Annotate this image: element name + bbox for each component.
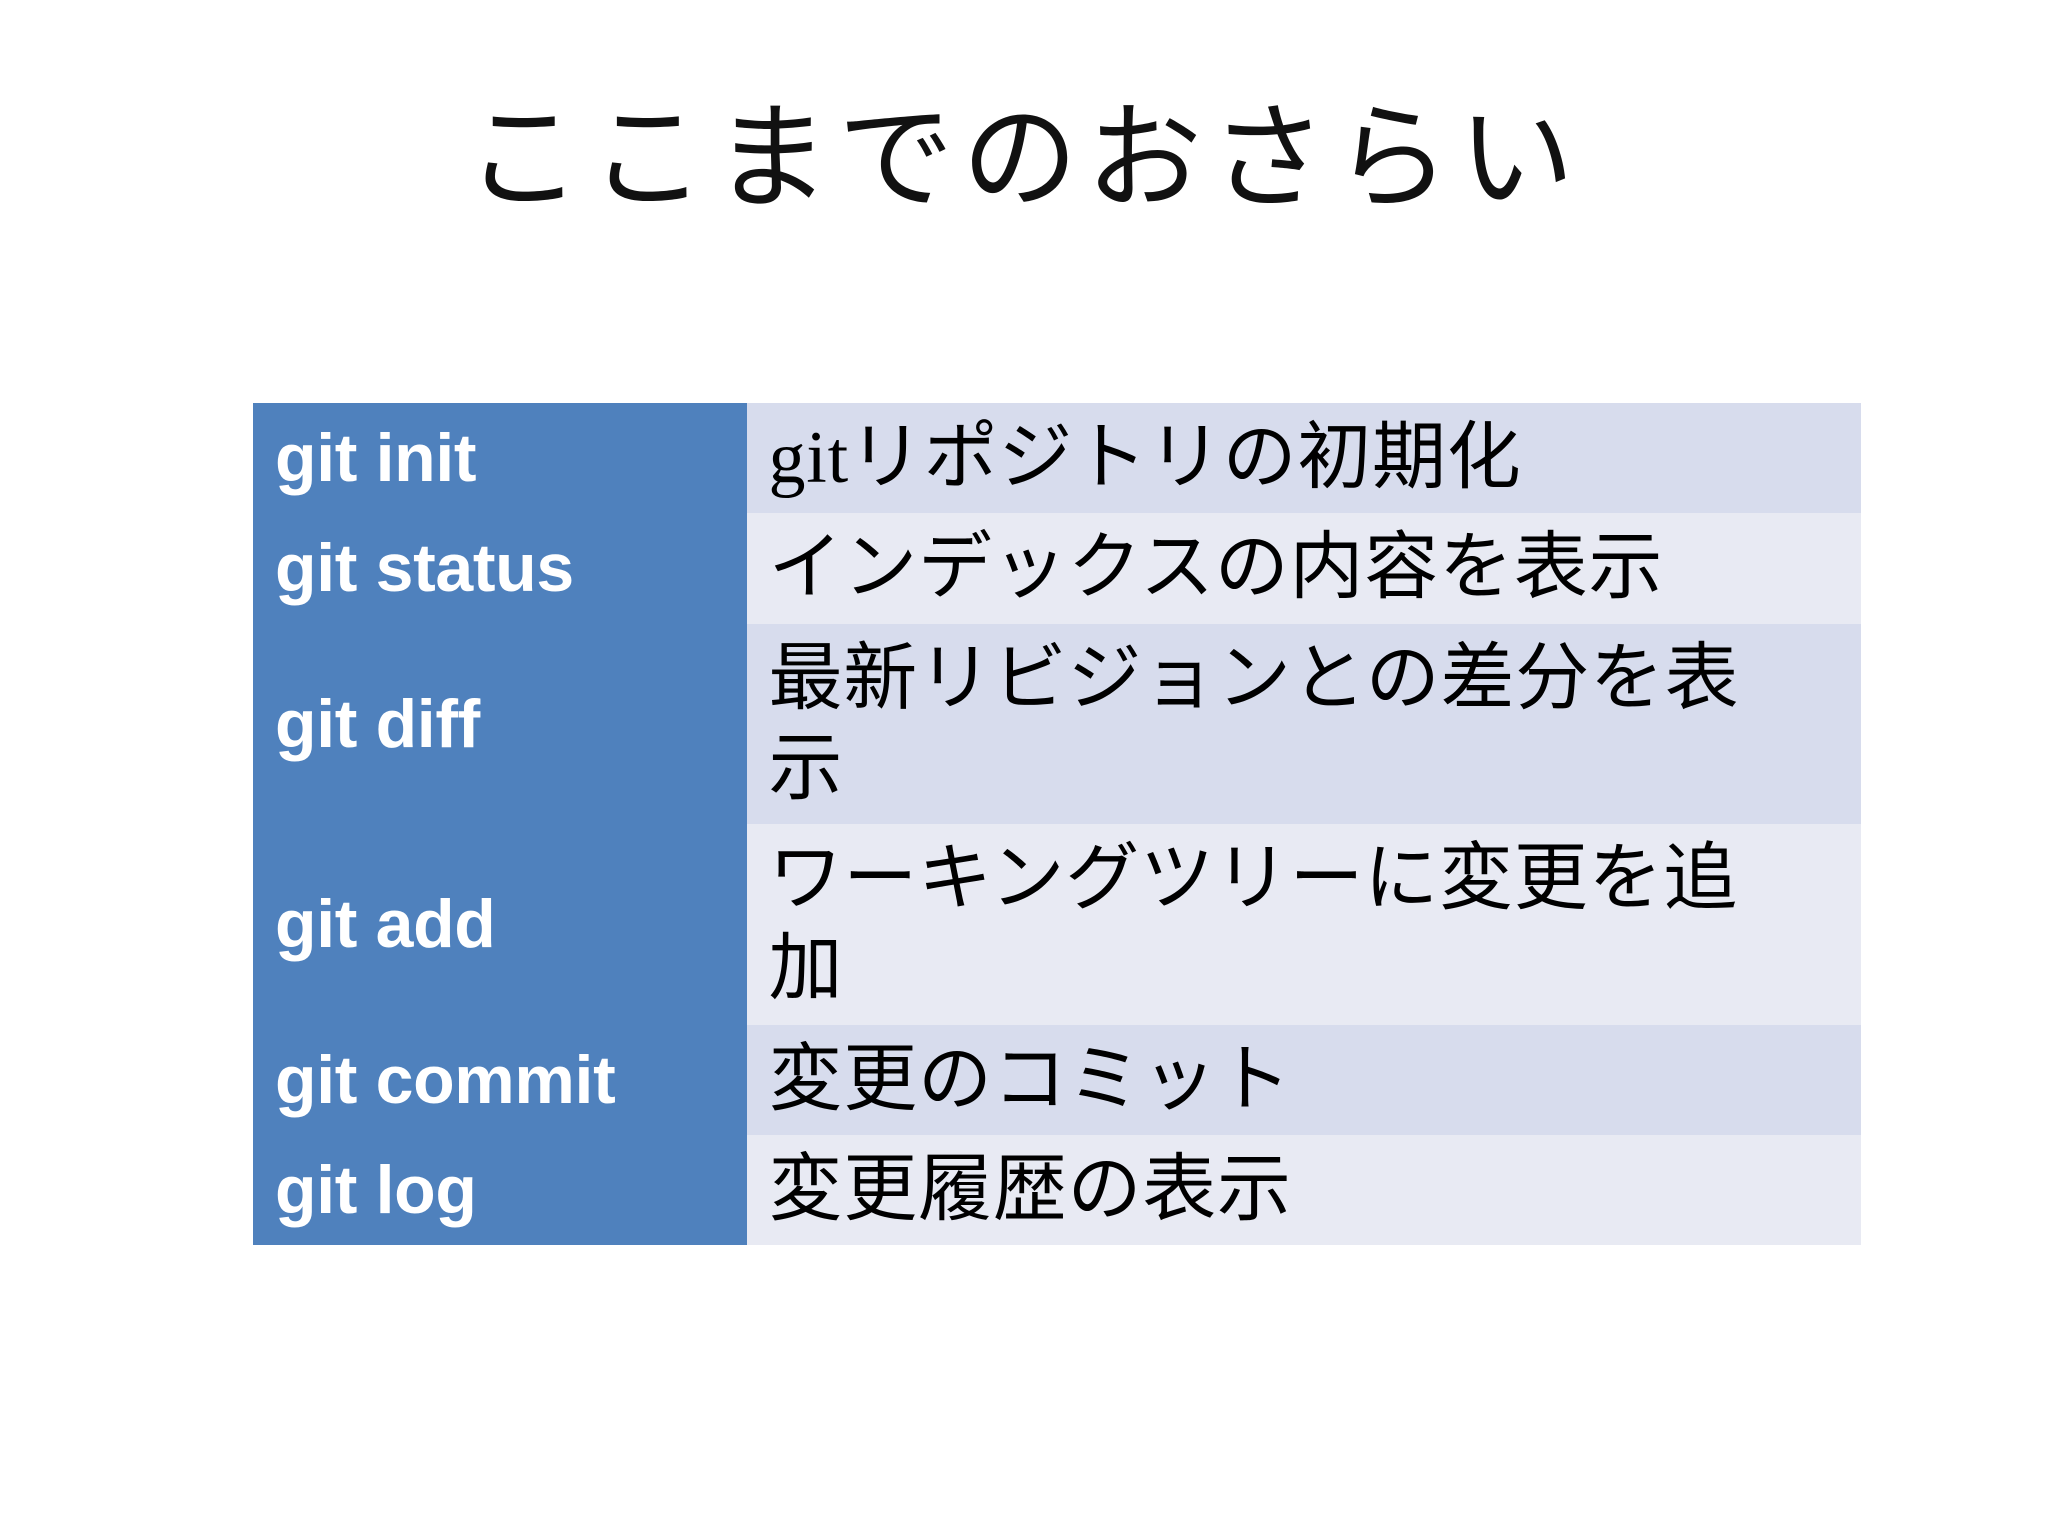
command-cell-git-add: git add [253, 824, 747, 1025]
command-cell-git-log: git log [253, 1134, 747, 1246]
description-line: 示 [768, 727, 844, 810]
git-command-table: git init gitリポジトリの初期化 git status インデックスの… [253, 403, 1861, 1246]
description-cell-git-commit: 変更のコミット [746, 1024, 1861, 1135]
command-cell-git-diff: git diff [253, 623, 747, 825]
description-cell-git-add: ワーキングツリーに変更を追 加 [746, 824, 1861, 1025]
description-line: ワーキングツリーに変更を追 [768, 838, 1738, 921]
table-row: git diff 最新リビジョンとの差分を表 示 [253, 623, 1861, 825]
description-line: 最新リビジョンとの差分を表 [768, 637, 1740, 720]
table-body: git init gitリポジトリの初期化 git status インデックスの… [253, 403, 1861, 1246]
command-cell-git-status: git status [253, 513, 747, 624]
table-row: git add ワーキングツリーに変更を追 加 [253, 824, 1861, 1025]
description-line: 加 [768, 928, 844, 1011]
table-row: git init gitリポジトリの初期化 [253, 403, 1861, 514]
description-line: gitリポジトリの初期化 [768, 417, 1522, 499]
table-row: git log 変更履歴の表示 [253, 1134, 1861, 1246]
description-cell-git-diff: 最新リビジョンとの差分を表 示 [746, 623, 1861, 825]
description-line: 変更履歴の表示 [768, 1148, 1292, 1231]
description-line: インデックスの内容を表示 [768, 527, 1664, 610]
description-cell-git-status: インデックスの内容を表示 [746, 513, 1861, 624]
description-line: 変更のコミット [768, 1038, 1292, 1121]
description-cell-git-init: gitリポジトリの初期化 [746, 403, 1861, 514]
table-row: git status インデックスの内容を表示 [253, 513, 1861, 624]
description-cell-git-log: 変更履歴の表示 [746, 1134, 1861, 1246]
command-cell-git-commit: git commit [253, 1024, 747, 1135]
page-title: ここまでのおさらい [465, 96, 1583, 224]
table-row: git commit 変更のコミット [253, 1024, 1861, 1135]
command-cell-git-init: git init [253, 403, 747, 514]
